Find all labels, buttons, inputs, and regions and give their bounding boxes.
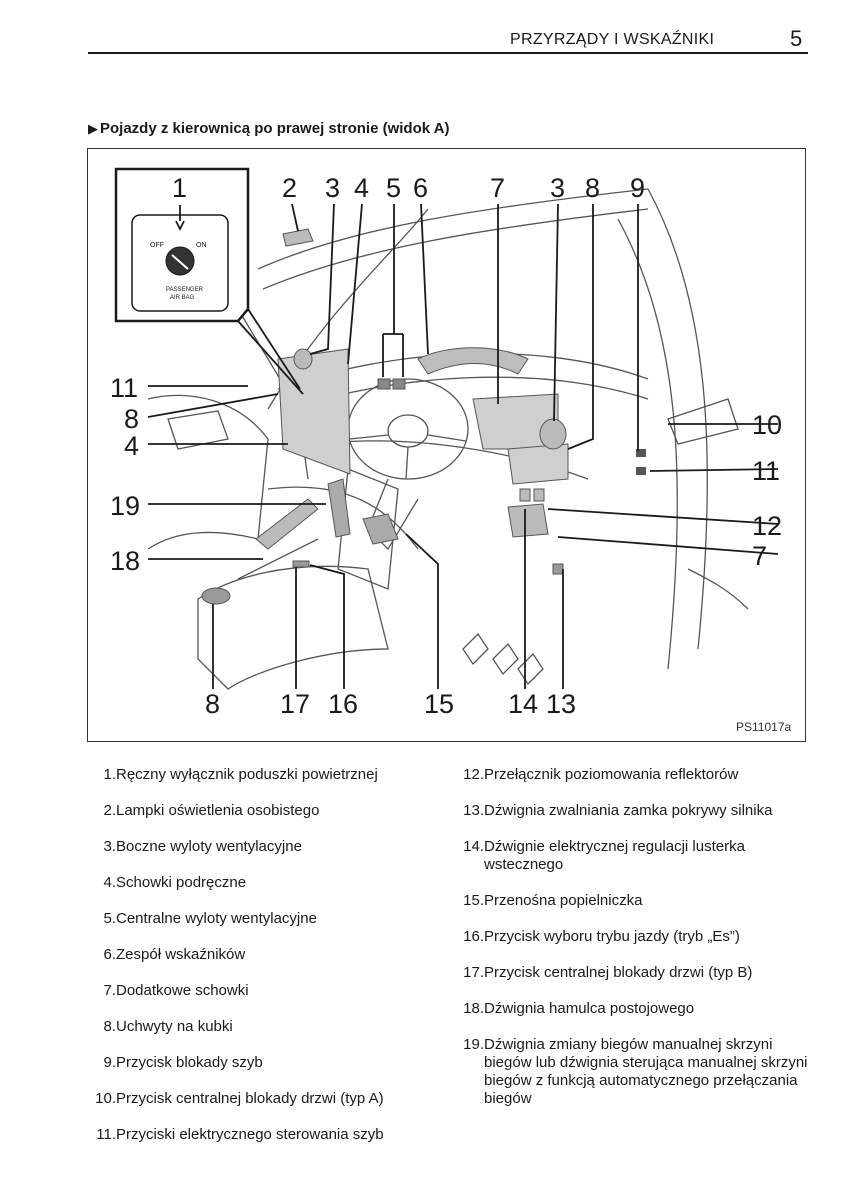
page-number: 5: [790, 26, 803, 51]
callout-6: 6: [413, 173, 428, 203]
legend-number: 4.: [103, 874, 116, 891]
legend-item: 8.Uchwyty na kubki: [88, 1018, 448, 1036]
callout-8-left: 8: [124, 404, 139, 434]
legend-item: 17.Przycisk centralnej blokady drzwi (ty…: [456, 964, 816, 982]
legend-item: 5.Centralne wyloty wentylacyjne: [88, 910, 448, 928]
legend-item: 4.Schowki podręczne: [88, 874, 448, 892]
callout-2: 2: [282, 173, 297, 203]
legend-text: Zespół wskaźników: [116, 946, 246, 963]
callout-17: 17: [280, 689, 310, 719]
legend-number: 8.: [103, 1018, 116, 1035]
callout-13: 13: [546, 689, 576, 719]
callout-7-top: 7: [490, 173, 505, 203]
page-header-title: PRZYRZĄDY I WSKAŹNIKI: [510, 31, 715, 48]
legend-item: 3.Boczne wyloty wentylacyjne: [88, 838, 448, 856]
callout-10: 10: [752, 410, 782, 440]
callout-15: 15: [424, 689, 454, 719]
dashboard-drawing: OFF ON PASSENGER AIR BAG: [110, 167, 791, 734]
triangle-bullet-icon: ▶: [88, 121, 98, 136]
legend-text: Boczne wyloty wentylacyjne: [116, 838, 302, 855]
section-heading: ▶Pojazdy z kierownicą po prawej stronie …: [88, 120, 450, 137]
callout-4-left: 4: [124, 431, 139, 461]
legend-item: 7.Dodatkowe schowki: [88, 982, 448, 1000]
legend-number: 16.: [463, 928, 484, 945]
legend-number: 3.: [103, 838, 116, 855]
callout-4-top: 4: [354, 173, 369, 203]
legend-text: Uchwyty na kubki: [116, 1018, 233, 1035]
legend-text: Przełącznik poziomowania reflektorów: [484, 766, 739, 783]
legend-number: 15.: [463, 892, 484, 909]
legend-text: Dźwignia hamulca postojowego: [484, 1000, 695, 1017]
legend-number: 10.: [95, 1090, 116, 1107]
legend-text: Dźwignia zwalniania zamka pokrywy silnik…: [484, 802, 773, 819]
figure-code: PS11017a: [736, 720, 791, 734]
legend-number: 19.: [463, 1036, 484, 1053]
callout-18: 18: [110, 546, 140, 576]
callout-8-top: 8: [585, 173, 600, 203]
legend-text: Przycisk wyboru trybu jazdy (tryb „Es”): [484, 928, 740, 945]
callout-11-left: 11: [110, 373, 138, 403]
legend-text: Przycisk blokady szyb: [116, 1054, 263, 1071]
legend-item: 12.Przełącznik poziomowania reflektorów: [456, 766, 816, 784]
section-heading-text: Pojazdy z kierownicą po prawej stronie (…: [100, 120, 450, 137]
legend-text: Przycisk centralnej blokady drzwi (typ A…: [116, 1090, 384, 1107]
inset-on-label: ON: [196, 242, 207, 249]
legend-item: 1.Ręczny wyłącznik poduszki powietrznej: [88, 766, 448, 784]
callout-7-right: 7: [752, 541, 767, 571]
legend-item: 14.Dźwignie elektrycznej regulacji luste…: [456, 838, 816, 874]
legend-item: 11.Przyciski elektrycznego sterowania sz…: [88, 1126, 448, 1144]
legend-item: 15.Przenośna popielniczka: [456, 892, 816, 910]
inset-caption-line1: PASSENGER: [166, 287, 204, 293]
legend-item: 10.Przycisk centralnej blokady drzwi (ty…: [88, 1090, 448, 1108]
inset-caption-line2: AIR BAG: [170, 295, 195, 301]
legend-item: 13.Dźwignia zwalniania zamka pokrywy sil…: [456, 802, 816, 820]
legend-number: 6.: [103, 946, 116, 963]
legend-text: Przenośna popielniczka: [484, 892, 643, 909]
legend-text: Dźwignia zmiany biegów manualnej skrzyni…: [484, 1036, 808, 1107]
callout-11-right: 11: [752, 456, 780, 486]
legend-left-column: 1.Ręczny wyłącznik poduszki powietrznej …: [88, 766, 448, 1162]
legend-text: Przycisk centralnej blokady drzwi (typ B…: [484, 964, 753, 981]
inset-off-label: OFF: [150, 242, 164, 249]
legend-item: 18.Dźwignia hamulca postojowego: [456, 1000, 816, 1018]
legend-number: 18.: [463, 1000, 484, 1017]
legend-number: 9.: [103, 1054, 116, 1071]
legend-item: 16.Przycisk wyboru trybu jazdy (tryb „Es…: [456, 928, 816, 946]
legend-number: 11.: [96, 1126, 116, 1143]
legend-right-column: 12.Przełącznik poziomowania reflektorów …: [456, 766, 816, 1126]
callout-8-bottom: 8: [205, 689, 220, 719]
legend-number: 1.: [103, 766, 116, 783]
callout-12: 12: [752, 511, 782, 541]
header-rule: [88, 52, 808, 54]
callout-16: 16: [328, 689, 358, 719]
legend-text: Ręczny wyłącznik poduszki powietrznej: [116, 766, 378, 783]
legend-text: Dodatkowe schowki: [116, 982, 249, 999]
legend-text: Lampki oświetlenia osobistego: [116, 802, 320, 819]
legend-number: 13.: [463, 802, 484, 819]
callout-19: 19: [110, 491, 140, 521]
callout-9: 9: [630, 173, 645, 203]
dashboard-illustration: OFF ON PASSENGER AIR BAG: [87, 148, 806, 742]
legend-number: 14.: [463, 838, 484, 855]
legend-text: Centralne wyloty wentylacyjne: [116, 910, 317, 927]
legend-item: 19.Dźwignia zmiany biegów manualnej skrz…: [456, 1036, 816, 1108]
legend-item: 2.Lampki oświetlenia osobistego: [88, 802, 448, 820]
legend-number: 5.: [103, 910, 116, 927]
legend-item: 9.Przycisk blokady szyb: [88, 1054, 448, 1072]
legend-item: 6.Zespół wskaźników: [88, 946, 448, 964]
legend-text: Schowki podręczne: [116, 874, 247, 891]
legend-text: Przyciski elektrycznego sterowania szyb: [116, 1126, 384, 1143]
legend-text: Dźwignie elektrycznej regulacji lusterka…: [484, 838, 745, 873]
legend-number: 2.: [103, 802, 116, 819]
callout-3-left: 3: [325, 173, 340, 203]
callout-3-right: 3: [550, 173, 565, 203]
legend-number: 7.: [103, 982, 116, 999]
legend-number: 12.: [463, 766, 484, 783]
callout-14: 14: [508, 689, 538, 719]
callout-5: 5: [386, 173, 401, 203]
legend-number: 17.: [463, 964, 484, 981]
callout-1: 1: [172, 173, 187, 203]
